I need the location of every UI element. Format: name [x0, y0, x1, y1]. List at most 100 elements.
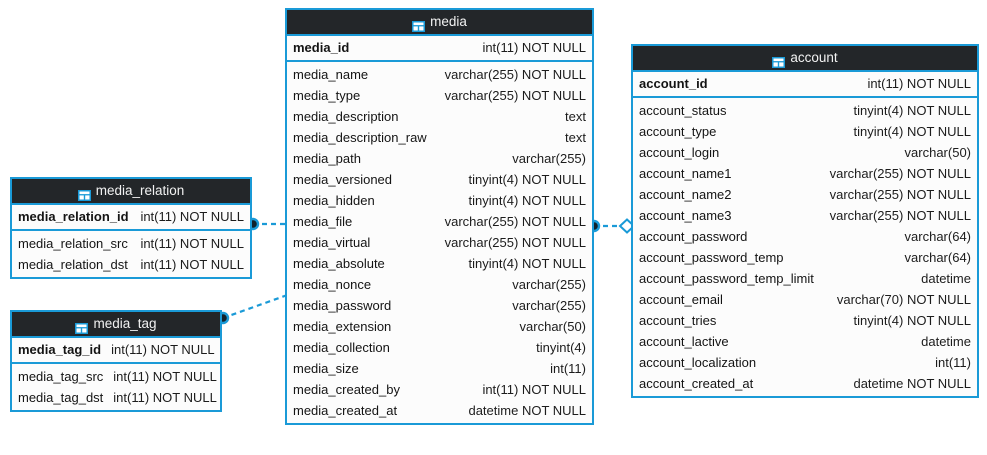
- entity-header-account: account: [633, 46, 977, 72]
- primary-key-row[interactable]: media_relation_id int(11) NOT NULL: [12, 205, 250, 231]
- column-row[interactable]: media_path varchar(255): [287, 148, 592, 169]
- table-icon: [772, 53, 786, 68]
- entity-title: media_relation: [95, 183, 185, 198]
- column-type: int(11) NOT NULL: [140, 257, 244, 272]
- column-type: varchar(70) NOT NULL: [836, 292, 971, 307]
- column-name: media_file: [293, 214, 353, 229]
- column-name: media_relation_id: [18, 209, 129, 224]
- column-type: int(11): [935, 355, 971, 370]
- entity-media_tag[interactable]: media_tag media_tag_id int(11) NOT NULL …: [10, 310, 222, 412]
- column-type: varchar(64): [904, 250, 971, 265]
- column-type: tinyint(4) NOT NULL: [853, 103, 971, 118]
- column-name: account_tries: [639, 313, 717, 328]
- column-name: media_path: [293, 151, 361, 166]
- column-name: media_created_at: [293, 403, 398, 418]
- column-type: varchar(255) NOT NULL: [444, 88, 586, 103]
- column-type: tinyint(4) NOT NULL: [468, 256, 586, 271]
- column-name: media_type: [293, 88, 361, 103]
- column-type: int(11) NOT NULL: [482, 40, 586, 55]
- column-type: tinyint(4) NOT NULL: [853, 313, 971, 328]
- column-type: tinyint(4) NOT NULL: [468, 172, 586, 187]
- primary-key-row[interactable]: media_id int(11) NOT NULL: [287, 36, 592, 62]
- column-row[interactable]: media_virtual varchar(255) NOT NULL: [287, 232, 592, 253]
- column-type: int(11) NOT NULL: [140, 209, 244, 224]
- column-row[interactable]: account_tries tinyint(4) NOT NULL: [633, 310, 977, 331]
- column-type: tinyint(4): [536, 340, 586, 355]
- column-name: media_created_by: [293, 382, 400, 397]
- primary-key-row[interactable]: account_id int(11) NOT NULL: [633, 72, 977, 98]
- column-name: media_password: [293, 298, 392, 313]
- column-type: datetime: [921, 271, 971, 286]
- column-type: varchar(255) NOT NULL: [829, 187, 971, 202]
- column-type: varchar(255) NOT NULL: [444, 235, 586, 250]
- column-name: media_relation_src: [18, 236, 128, 251]
- column-name: media_description_raw: [293, 130, 427, 145]
- column-row[interactable]: media_size int(11): [287, 358, 592, 379]
- entity-title: media: [430, 14, 467, 29]
- entity-title: media_tag: [93, 316, 157, 331]
- table-icon: [75, 319, 89, 334]
- entity-title: account: [790, 50, 838, 65]
- column-name: media_tag_dst: [18, 390, 104, 405]
- column-type: int(11) NOT NULL: [111, 342, 215, 357]
- column-row[interactable]: media_relation_dst int(11) NOT NULL: [12, 254, 250, 275]
- column-type: varchar(64): [904, 229, 971, 244]
- column-name: media_nonce: [293, 277, 372, 292]
- entity-header-media: media: [287, 10, 592, 36]
- entity-account[interactable]: account account_id int(11) NOT NULL acco…: [631, 44, 979, 398]
- column-name: media_id: [293, 40, 350, 55]
- column-type: tinyint(4) NOT NULL: [853, 124, 971, 139]
- column-row[interactable]: media_type varchar(255) NOT NULL: [287, 85, 592, 106]
- relationship-media-account[interactable]: [587, 218, 636, 234]
- column-name: account_status: [639, 103, 727, 118]
- primary-key-row[interactable]: media_tag_id int(11) NOT NULL: [12, 338, 220, 364]
- column-type: varchar(255): [512, 151, 586, 166]
- column-type: varchar(50): [904, 145, 971, 160]
- entity-header-media_relation: media_relation: [12, 179, 250, 205]
- column-name: account_lactive: [639, 334, 729, 349]
- column-type: tinyint(4) NOT NULL: [468, 193, 586, 208]
- column-row[interactable]: account_localization int(11): [633, 352, 977, 373]
- column-type: text: [565, 109, 586, 124]
- entity-media[interactable]: media media_id int(11) NOT NULL media_na…: [285, 8, 594, 425]
- column-row[interactable]: media_versioned tinyint(4) NOT NULL: [287, 169, 592, 190]
- column-name: media_relation_dst: [18, 257, 128, 272]
- column-type: int(11): [550, 361, 586, 376]
- entity-media_relation[interactable]: media_relation media_relation_id int(11)…: [10, 177, 252, 279]
- column-name: media_versioned: [293, 172, 393, 187]
- column-type: varchar(255) NOT NULL: [829, 208, 971, 223]
- column-name: account_localization: [639, 355, 757, 370]
- column-row[interactable]: account_status tinyint(4) NOT NULL: [633, 100, 977, 121]
- column-name: media_size: [293, 361, 359, 376]
- column-type: int(11) NOT NULL: [113, 369, 217, 384]
- column-name: media_virtual: [293, 235, 371, 250]
